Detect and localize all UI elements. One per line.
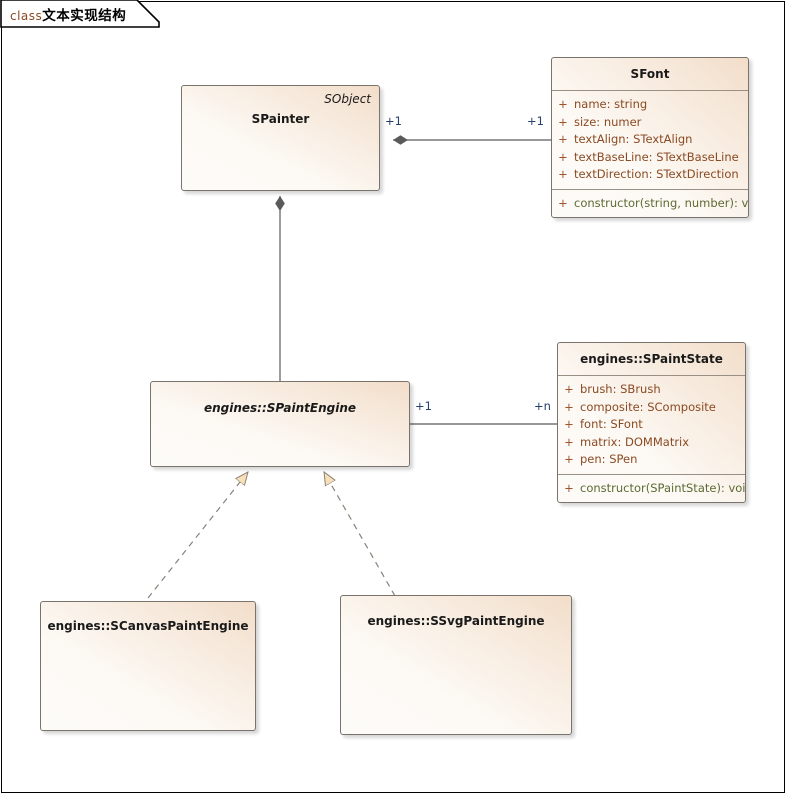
frame-header-tab: class文本实现结构: [0, 0, 160, 28]
class-stereotype-spainter: SObject: [324, 92, 371, 106]
multiplicity-spainter-sfont-source: +1: [385, 114, 402, 128]
visibility-marker: +: [564, 452, 574, 466]
attribute-text: font: SFont: [580, 417, 643, 431]
visibility-marker: +: [558, 114, 568, 129]
class-attributes-sfont: + name: string + size: numer + textAlign…: [552, 91, 748, 189]
class-attribute-row: + composite: SComposite: [558, 399, 745, 417]
class-box-scanvaspaintengine[interactable]: engines::SCanvasPaintEngine: [40, 601, 256, 731]
attribute-text: name: string: [574, 97, 648, 111]
visibility-marker: +: [558, 149, 568, 164]
visibility-marker: +: [558, 167, 568, 181]
multiplicity-spaintengine-spaintstate-source: +1: [415, 399, 432, 413]
attribute-text: textDirection: STextDirection: [574, 167, 739, 181]
class-box-spaintstate[interactable]: engines::SPaintState + brush: SBrush + c…: [557, 342, 746, 503]
visibility-marker: +: [564, 417, 574, 431]
class-attribute-row: + name: string: [552, 96, 748, 114]
class-separator-sfont-attributes: [552, 90, 748, 91]
visibility-marker: +: [558, 132, 568, 146]
class-attribute-row: + size: numer: [552, 114, 748, 132]
class-title-spainter: SPainter: [251, 112, 310, 126]
class-title-ssvgpaintengine: engines::SSvgPaintEngine: [367, 614, 545, 628]
attribute-text: matrix: DOMMatrix: [580, 434, 690, 449]
class-attribute-row: + textDirection: STextDirection: [552, 166, 748, 184]
class-attribute-row: + pen: SPen: [558, 451, 745, 469]
multiplicity-spaintengine-spaintstate-target: +n: [534, 399, 551, 413]
frame-tab-shape-icon: [0, 0, 160, 28]
class-method-row: + constructor(SPaintState): void: [558, 480, 745, 498]
attribute-text: size: numer: [574, 114, 642, 129]
frame-keyword: class: [10, 8, 43, 23]
class-title-scanvaspaintengine: engines::SCanvasPaintEngine: [47, 619, 249, 633]
visibility-marker: +: [564, 434, 574, 449]
class-separator-sfont-methods: [552, 188, 748, 190]
frame-title-text: 文本实现结构: [42, 7, 127, 24]
method-text: constructor(string, number): void: [574, 195, 749, 210]
class-attribute-row: + textAlign: STextAlign: [552, 131, 748, 149]
visibility-marker: +: [558, 97, 568, 111]
class-attribute-row: + font: SFont: [558, 416, 745, 434]
class-box-spainter[interactable]: SObject SPainter: [181, 85, 380, 191]
attribute-text: brush: SBrush: [580, 382, 661, 396]
class-attribute-row: + matrix: DOMMatrix: [558, 434, 745, 452]
class-methods-spaintstate: + constructor(SPaintState): void: [558, 475, 745, 503]
attribute-text: composite: SComposite: [580, 399, 716, 414]
class-methods-sfont: + constructor(string, number): void: [552, 190, 748, 218]
method-text: constructor(SPaintState): void: [580, 480, 746, 495]
class-attribute-row: + brush: SBrush: [558, 381, 745, 399]
multiplicity-spainter-sfont-target: +1: [527, 114, 544, 128]
class-attributes-spaintstate: + brush: SBrush + composite: SComposite …: [558, 376, 745, 474]
visibility-marker: +: [564, 480, 574, 495]
class-box-sfont[interactable]: SFont + name: string + size: numer + tex…: [551, 57, 749, 218]
class-title-spaintstate: engines::SPaintState: [580, 352, 723, 366]
class-separator-spaintstate-methods: [558, 473, 745, 475]
class-method-row: + constructor(string, number): void: [552, 195, 748, 213]
visibility-marker: +: [564, 399, 574, 414]
attribute-text: textBaseLine: STextBaseLine: [574, 149, 739, 164]
class-box-spaintengine[interactable]: engines::SPaintEngine: [150, 381, 410, 467]
class-title-sfont: SFont: [630, 67, 670, 81]
frame-title: class文本实现结构: [10, 4, 126, 24]
class-title-spaintengine: engines::SPaintEngine: [203, 401, 357, 415]
class-box-ssvgpaintengine[interactable]: engines::SSvgPaintEngine: [340, 595, 572, 735]
visibility-marker: +: [564, 382, 574, 396]
attribute-text: textAlign: STextAlign: [574, 132, 693, 146]
class-attribute-row: + textBaseLine: STextBaseLine: [552, 149, 748, 167]
visibility-marker: +: [558, 195, 568, 210]
attribute-text: pen: SPen: [580, 452, 638, 466]
class-separator-spaintstate-attributes: [558, 375, 745, 376]
